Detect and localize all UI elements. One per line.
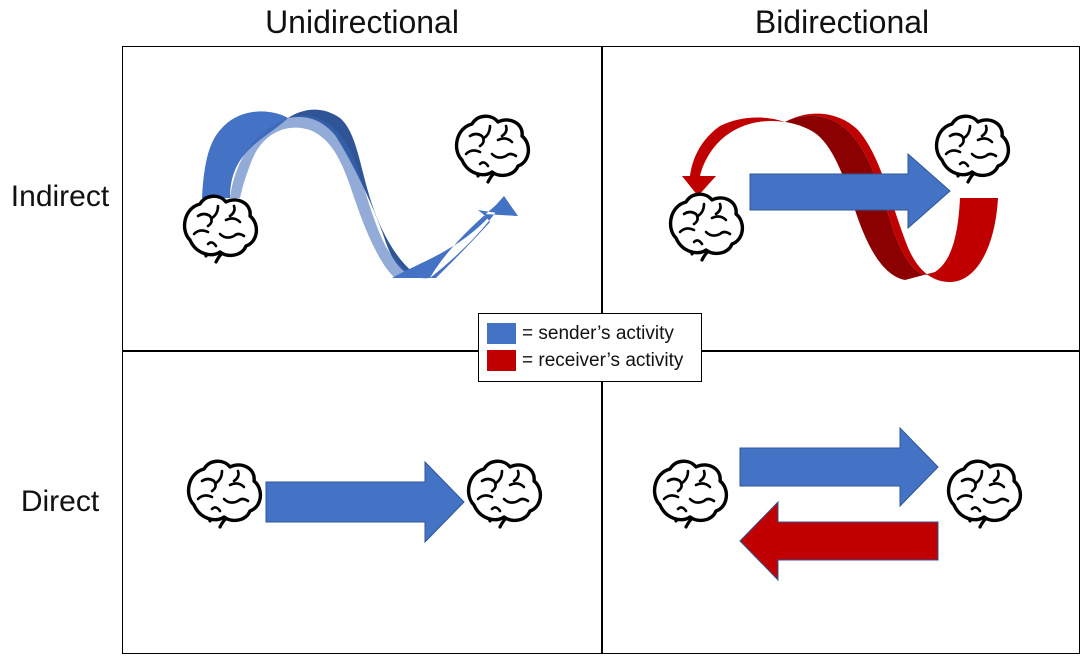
receiver-brain-icon	[466, 459, 543, 529]
column-header-unidirectional: Unidirectional	[265, 4, 459, 40]
row-header-indirect: Indirect	[10, 180, 110, 213]
arrow-sender-bidirectional-indirect	[749, 152, 951, 230]
legend-item-sender: = sender’s activity	[487, 320, 693, 347]
legend-label-sender: = sender’s activity	[522, 322, 674, 344]
arrow-sender-direct	[265, 460, 465, 544]
receiver-color-swatch	[487, 350, 516, 371]
legend-item-receiver: = receiver’s activity	[487, 347, 693, 374]
sender-brain-icon	[186, 459, 263, 529]
legend: = sender’s activity = receiver’s activit…	[478, 313, 702, 382]
arrow-sender-direct-bidirectional	[739, 426, 939, 508]
receiver-brain-icon	[454, 114, 531, 184]
row-header-direct: Direct	[20, 485, 100, 518]
arrow-receiver-direct-bidirectional	[739, 500, 939, 582]
column-header-bidirectional: Bidirectional	[754, 4, 930, 40]
receiver-brain-icon	[946, 459, 1023, 529]
sender-color-swatch	[487, 323, 516, 344]
sender-brain-icon	[668, 192, 745, 262]
receiver-brain-icon	[934, 114, 1011, 184]
sender-brain-icon	[652, 459, 729, 529]
sender-brain-icon	[182, 194, 259, 264]
legend-label-receiver: = receiver’s activity	[522, 349, 684, 371]
wave-arrow-unidirectional	[202, 109, 518, 279]
